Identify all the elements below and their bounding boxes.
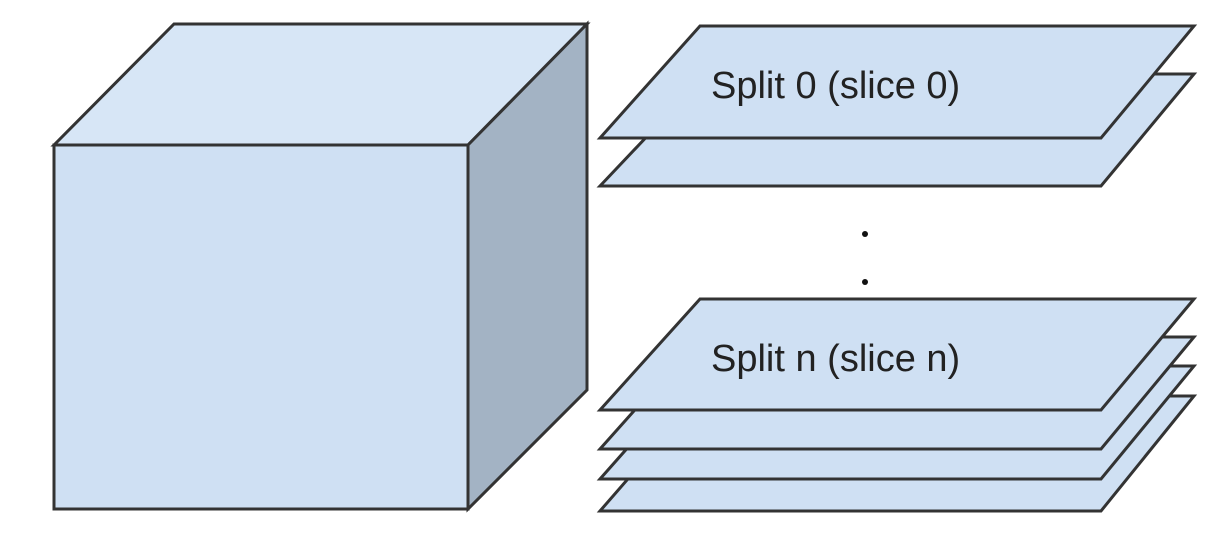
split-n-slice-front bbox=[596, 297, 1198, 412]
split-0-label: Split 0 (slice 0) bbox=[711, 65, 960, 107]
split-0-slice-front bbox=[596, 24, 1198, 140]
ellipsis-dot bbox=[862, 279, 868, 285]
cube-front-face bbox=[52, 143, 470, 511]
split-n-stack: Split n (slice n) bbox=[596, 297, 1198, 513]
split-0-stack: Split 0 (slice 0) bbox=[596, 24, 1198, 188]
split-n-label: Split n (slice n) bbox=[711, 338, 960, 380]
ellipsis-dot bbox=[862, 231, 868, 237]
volume-cube bbox=[50, 20, 591, 513]
